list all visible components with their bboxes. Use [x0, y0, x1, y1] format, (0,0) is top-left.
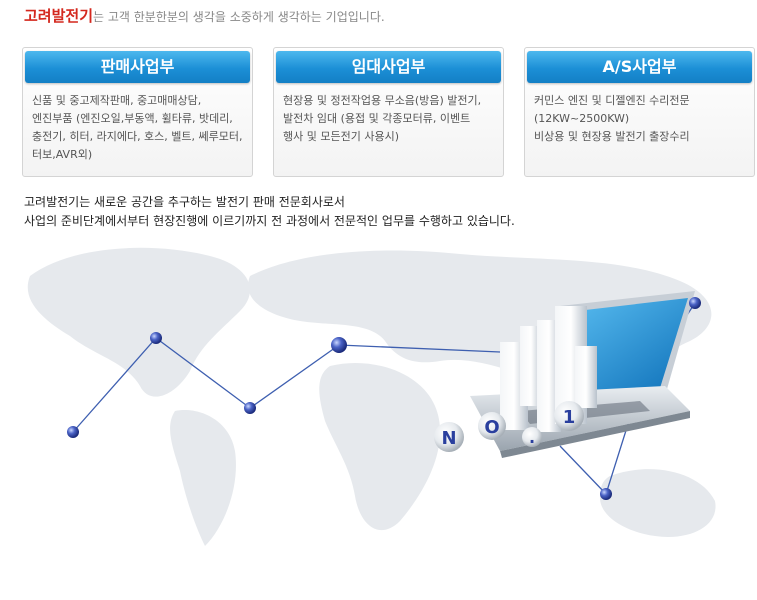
card-service: A/S사업부 커민스 엔진 및 디젤엔진 수리전문 (12KW~2500KW) …: [524, 47, 755, 177]
card-line: 충전기, 히터, 라지에다, 호스, 벨트, 쎄루모터,: [32, 130, 243, 143]
intro-tagline: 는 고객 한분한분의 생각을 소중하게 생각하는 기업입니다.: [93, 10, 385, 24]
description-line: 고려발전기는 새로운 공간을 추구하는 발전기 판매 전문회사로서: [24, 195, 345, 209]
card-line: 비상용 및 현장용 발전기 출장수리: [534, 130, 690, 143]
map-nodes: [67, 297, 701, 500]
card-sales: 판매사업부 신품 및 중고제작판매, 중고매매상담, 엔진부품 (엔진오일,부동…: [22, 47, 253, 177]
number-one-balls: N O . 1: [434, 401, 584, 452]
card-sales-body: 신품 및 중고제작판매, 중고매매상담, 엔진부품 (엔진오일,부동액, 휠타류…: [32, 92, 248, 164]
card-line: 커민스 엔진 및 디젤엔진 수리전문: [534, 94, 690, 107]
ball-letter: N: [441, 428, 456, 449]
card-line: (12KW~2500KW): [534, 112, 630, 125]
card-line: 현장용 및 정전작업용 무소음(방음) 발전기,: [283, 94, 482, 107]
card-line: 행사 및 모든전기 사용시): [283, 130, 399, 143]
card-rental-body: 현장용 및 정전작업용 무소음(방음) 발전기, 발전차 임대 (용접 및 각종…: [283, 92, 499, 146]
card-line: 터보,AVR외): [32, 148, 93, 161]
ball-letter: 1: [563, 407, 576, 428]
card-line: 엔진부품 (엔진오일,부동액, 휠타류, 밧데리,: [32, 112, 233, 125]
card-rental: 임대사업부 현장용 및 정전작업용 무소음(방음) 발전기, 발전차 임대 (용…: [273, 47, 504, 177]
brand-name: 고려발전기: [24, 7, 94, 25]
world-map-illustration: N O . 1: [27, 247, 716, 546]
card-line: 신품 및 중고제작판매, 중고매매상담,: [32, 94, 202, 107]
card-rental-title: 임대사업부: [276, 51, 501, 83]
card-service-title: A/S사업부: [527, 51, 752, 83]
card-line: 발전차 임대 (용접 및 각종모터류, 이벤트: [283, 112, 471, 125]
laptop-illustration: [470, 291, 695, 458]
card-service-body: 커민스 엔진 및 디젤엔진 수리전문 (12KW~2500KW) 비상용 및 현…: [534, 92, 750, 146]
card-sales-title: 판매사업부: [25, 51, 250, 83]
ball-letter: .: [529, 428, 535, 447]
company-intro: 고려발전기는 고객 한분한분의 생각을 소중하게 생각하는 기업입니다.: [24, 5, 385, 26]
company-description: 고려발전기는 새로운 공간을 추구하는 발전기 판매 전문회사로서 사업의 준비…: [24, 193, 515, 231]
ball-letter: O: [484, 417, 499, 438]
description-line: 사업의 준비단계에서부터 현장진행에 이르기까지 전 과정에서 전문적인 업무를…: [24, 214, 515, 228]
